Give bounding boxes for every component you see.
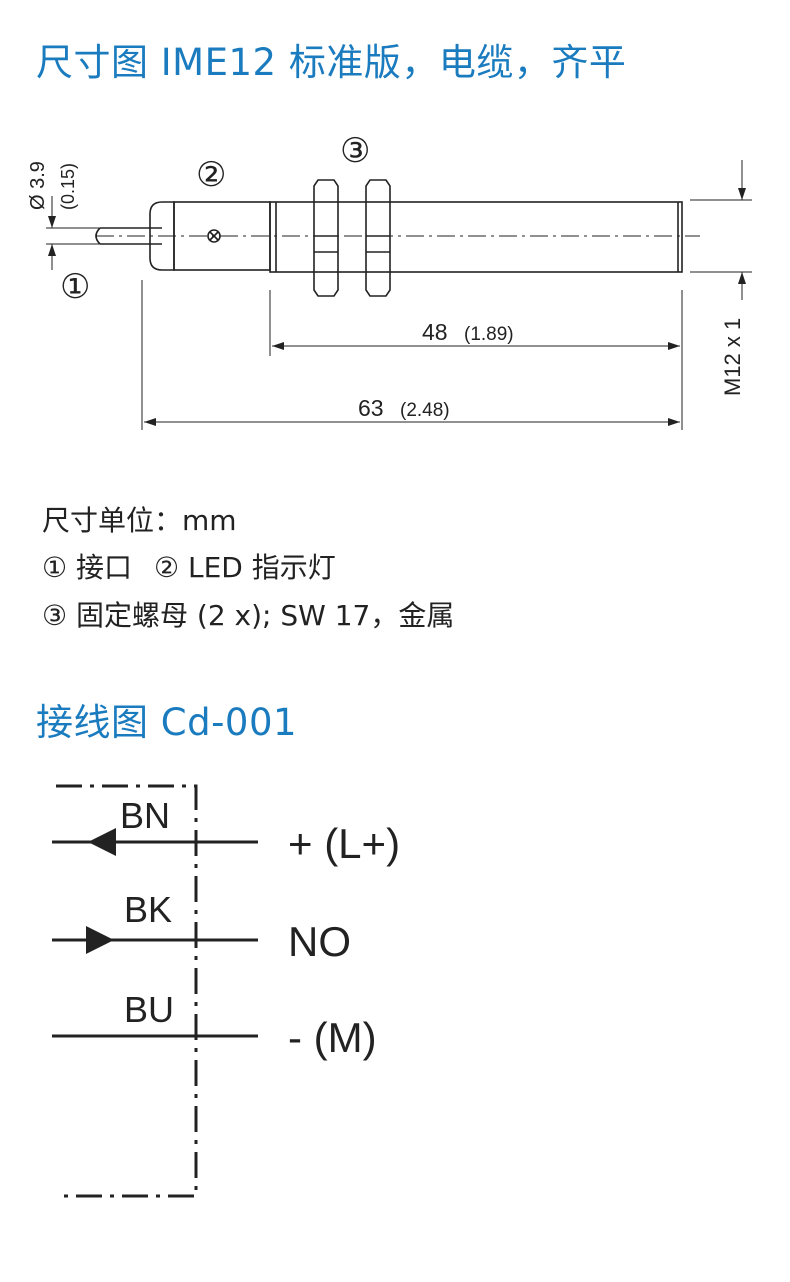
length-63-inch-label: (2.48)	[400, 400, 450, 421]
input-arrow	[88, 828, 116, 856]
diameter-inch-label: (0.15)	[58, 163, 78, 210]
output-arrow	[86, 926, 114, 954]
wire-function-no: NO	[288, 918, 351, 965]
threaded-body	[269, 201, 683, 273]
legend-led: ② LED 指示灯	[154, 551, 336, 584]
wire-function-plus: + (L+)	[288, 820, 400, 867]
dimension-drawing-title: 尺寸图 IME12 标准版，电缆，齐平	[36, 41, 627, 84]
legend-items-1-2: ① 接口 ② LED 指示灯	[42, 546, 336, 586]
callout-interface: ①	[60, 268, 90, 306]
dimension-drawing: ① ② ③ Ø 3.9 (0.15) 48 (1.89) 63 (2.48) M…	[27, 132, 752, 430]
legend-unit: 尺寸单位：mm	[42, 504, 237, 537]
wiring-diagram-title: 接线图 Cd-001	[36, 701, 298, 744]
length-48-label: 48	[422, 319, 448, 345]
nut-1	[313, 179, 339, 297]
wire-code-bn: BN	[120, 795, 170, 836]
length-63-label: 63	[358, 395, 384, 421]
diameter-label: Ø 3.9	[27, 161, 49, 210]
legend-interface: ① 接口	[42, 551, 133, 584]
length-48-inch-label: (1.89)	[464, 324, 514, 345]
thread-label: M12 x 1	[720, 318, 745, 396]
wire-function-minus: - (M)	[288, 1014, 377, 1061]
callout-nut: ③	[340, 132, 370, 170]
wire-code-bu: BU	[124, 989, 174, 1030]
housing-boundary	[56, 784, 198, 1198]
nut-2	[365, 179, 391, 297]
legend-nut: ③ 固定螺母 (2 x); SW 17，金属	[42, 599, 455, 632]
cap-inner	[150, 227, 162, 245]
callout-led: ②	[196, 156, 226, 194]
wire-code-bk: BK	[124, 889, 172, 930]
